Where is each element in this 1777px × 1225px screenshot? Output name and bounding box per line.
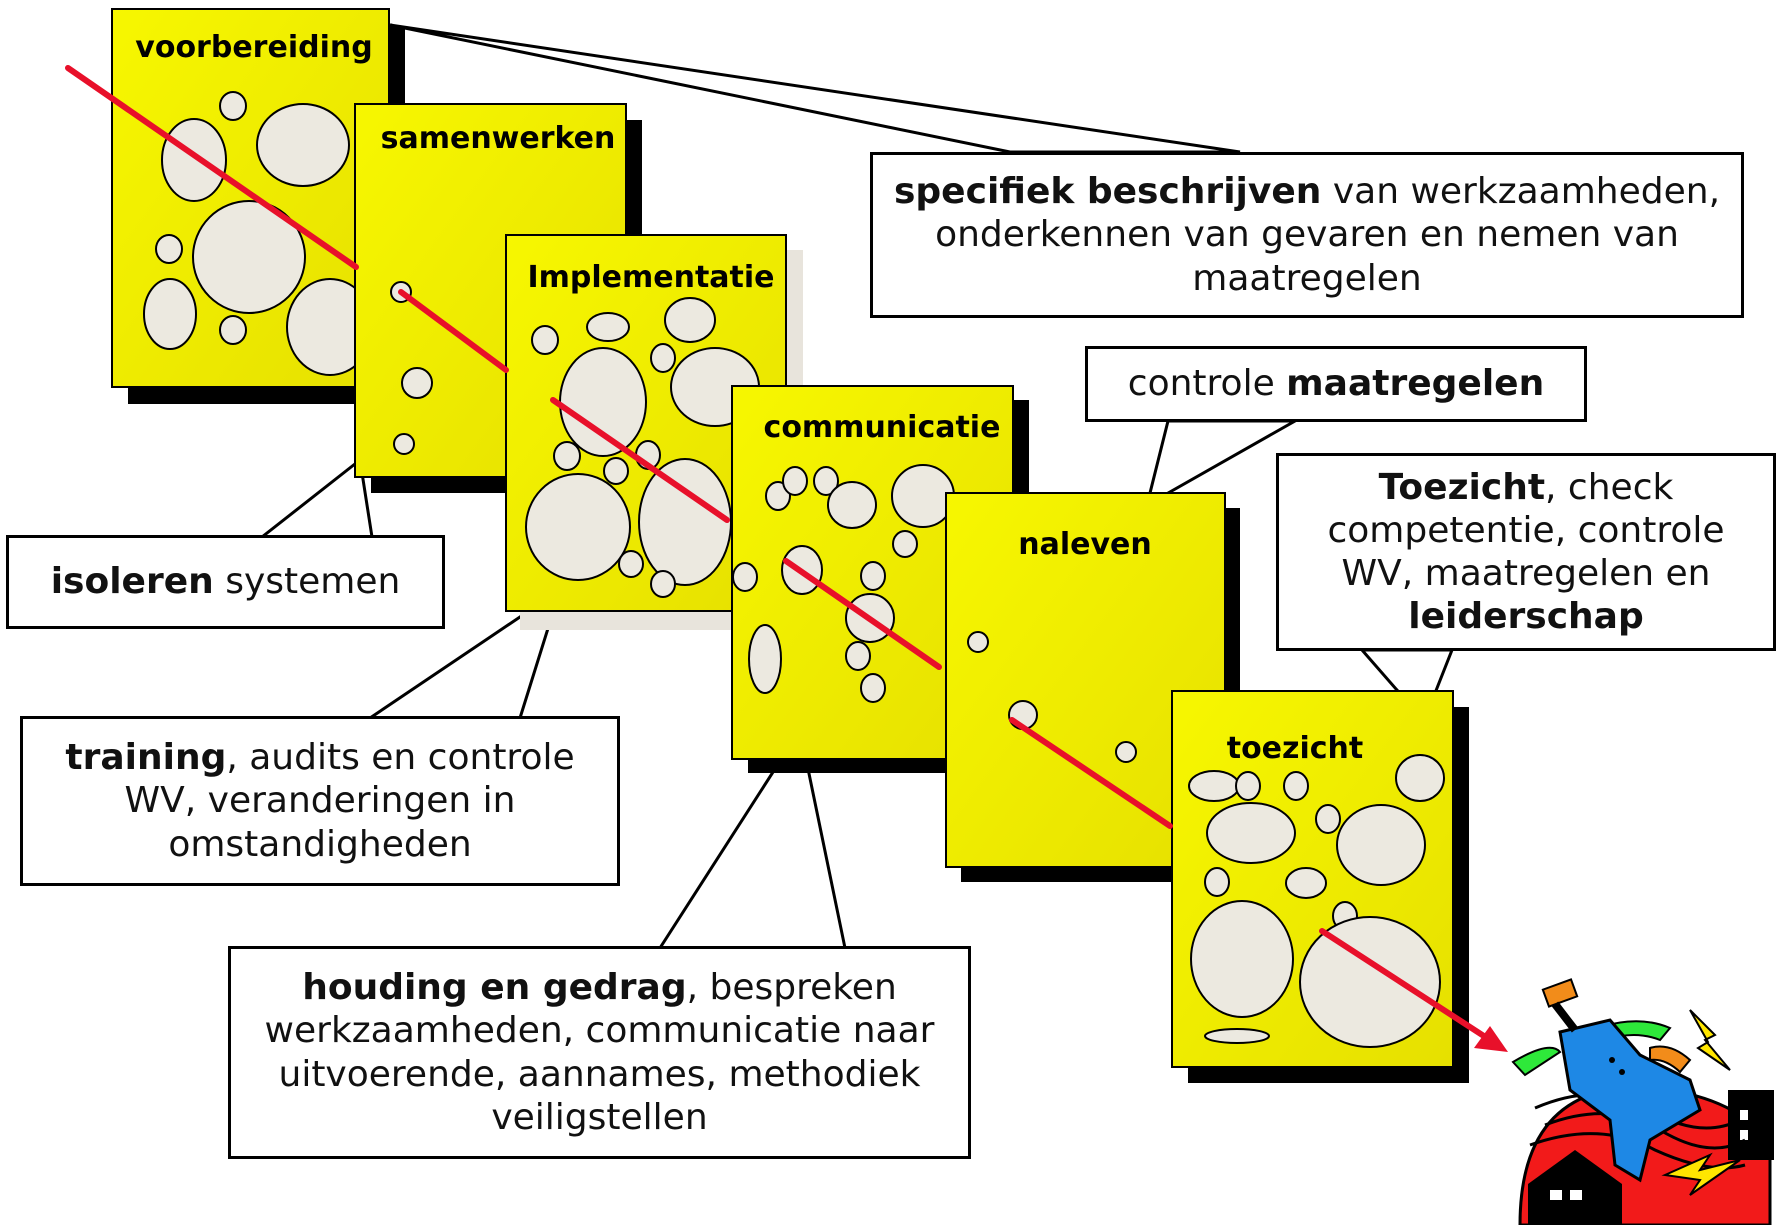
- callout-controle-maatregelen: controle maatregelen: [1085, 346, 1587, 422]
- callout-training-text: training, audits en controle WV, verande…: [41, 736, 599, 866]
- slice-title-samenwerken: samenwerken: [381, 121, 616, 156]
- callout-controle-text: controle maatregelen: [1128, 362, 1544, 405]
- slice-toezicht: toezicht: [1171, 690, 1469, 1083]
- callout-toezicht-text: Toezicht, check competentie, controle WV…: [1297, 466, 1755, 639]
- callout-isoleren-systemen: isoleren systemen: [6, 535, 445, 629]
- slice-title-naleven: naleven: [1018, 527, 1152, 562]
- hazard-trajectory: [65, 65, 1508, 1052]
- holes-toezicht: [1188, 754, 1445, 1048]
- slice-title-toezicht: toezicht: [1227, 731, 1364, 766]
- callout-houding-text: houding en gedrag, bespreken werkzaamhed…: [249, 966, 950, 1139]
- callout-isoleren-text: isoleren systemen: [51, 560, 401, 603]
- callout-isoleren-bold: isoleren: [50, 561, 214, 603]
- callout-controle-bold: maatregelen: [1286, 363, 1545, 405]
- holes-voorbereiding: [143, 91, 374, 376]
- slice-title-voorbereiding: voorbereiding: [135, 30, 372, 65]
- callout-controle-pre: controle: [1127, 363, 1287, 405]
- accident-illustration-icon: [1511, 978, 1774, 1225]
- callout-isoleren-rest: systemen: [213, 561, 401, 603]
- slice-title-implementatie: Implementatie: [527, 260, 774, 295]
- callout-training-rest: , audits en controle WV, veranderingen i…: [124, 737, 575, 865]
- callout-houding-en-gedrag: houding en gedrag, bespreken werkzaamhed…: [228, 946, 971, 1159]
- callout-toezicht-mid: , check competentie, controle WV, maatre…: [1327, 466, 1725, 594]
- callout-specifiek-rest: van werkzaamheden, onderkennen van gevar…: [935, 171, 1721, 299]
- callout-houding-rest: , bespreken werkzaamheden, communicatie …: [264, 967, 935, 1138]
- callout-training: training, audits en controle WV, verande…: [20, 716, 620, 886]
- callout-toezicht-bold2: leiderschap: [1408, 596, 1644, 638]
- slice-title-communicatie: communicatie: [764, 410, 1001, 445]
- callout-specifiek-text: specifiek beschrijven van werkzaamheden,…: [891, 170, 1723, 300]
- callout-training-bold: training: [65, 737, 227, 779]
- callout-toezicht-bold1: Toezicht: [1378, 466, 1546, 508]
- trajectory-arrowhead: [1474, 1026, 1508, 1052]
- callout-houding-bold: houding en gedrag: [302, 967, 687, 1009]
- callout-specifiek-beschrijven: specifiek beschrijven van werkzaamheden,…: [870, 152, 1744, 318]
- callout-specifiek-bold: specifiek beschrijven: [893, 171, 1322, 213]
- callout-toezicht-leiderschap: Toezicht, check competentie, controle WV…: [1276, 453, 1776, 651]
